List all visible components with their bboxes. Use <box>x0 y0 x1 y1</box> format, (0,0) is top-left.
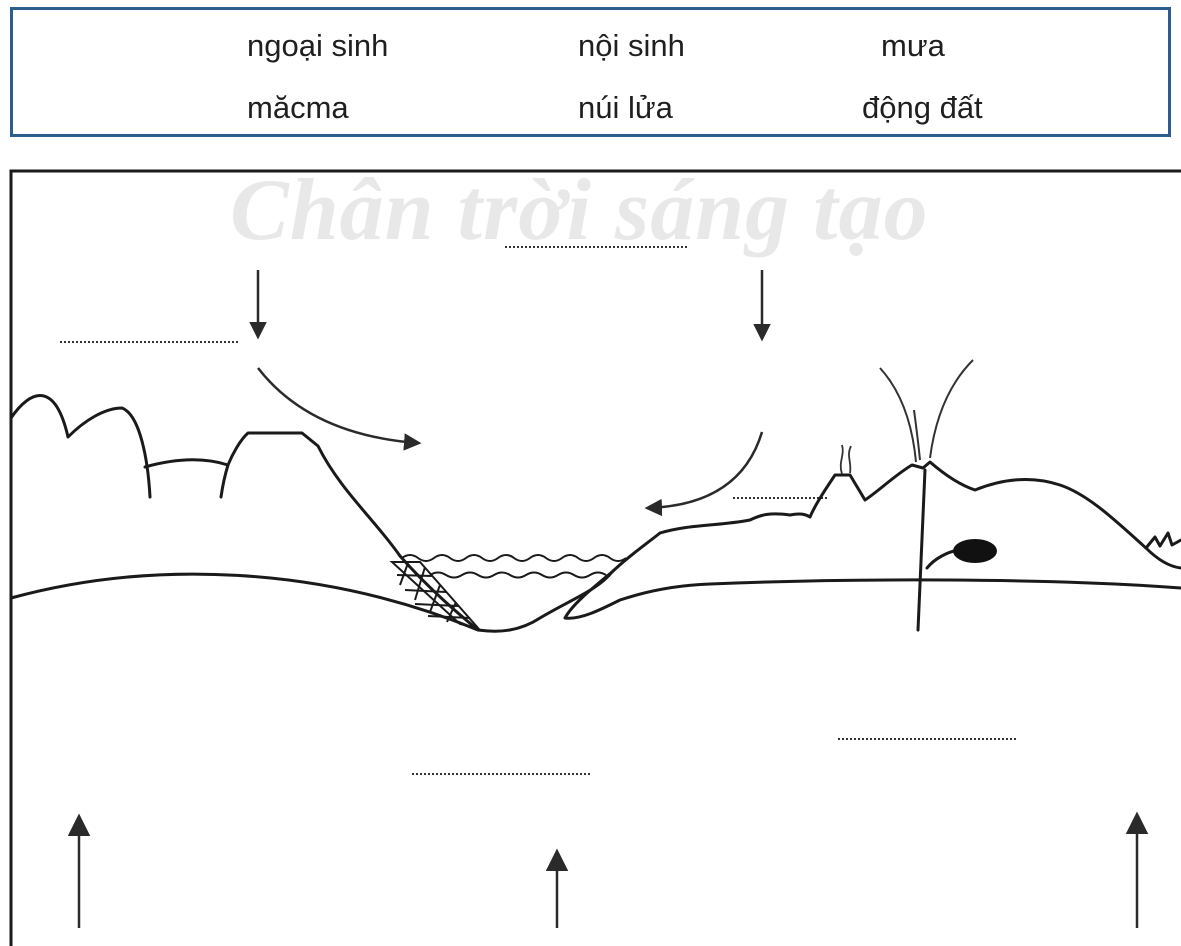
diagram-frame <box>11 171 1181 946</box>
volcano-vent <box>918 470 925 630</box>
plateau <box>145 433 400 556</box>
left-mountains <box>11 396 150 497</box>
horizon-baseline <box>11 574 478 630</box>
right-baseline <box>710 580 1181 588</box>
lake-waves-lower <box>430 573 606 578</box>
eruption-plume <box>880 360 973 462</box>
curved-arrow-right <box>648 432 762 508</box>
magma-chamber <box>953 539 997 563</box>
lake-waves <box>402 555 626 561</box>
right-slope-inner <box>565 572 710 618</box>
small-volcano-smoke <box>841 445 851 474</box>
right-peak-spikes <box>1146 533 1181 548</box>
terrain <box>11 396 1181 632</box>
answer-blanks <box>60 247 1018 774</box>
plateau-inner <box>221 465 228 497</box>
